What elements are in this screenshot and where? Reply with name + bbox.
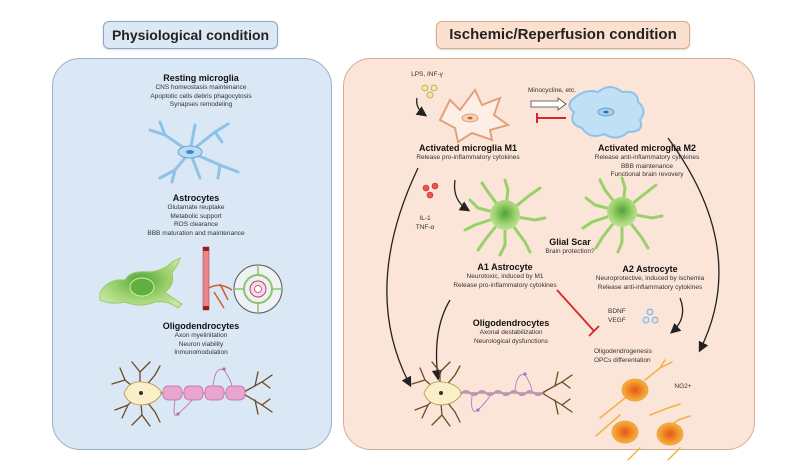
- microglia-m1-heading: Activated microglia M1: [418, 143, 518, 153]
- m2-to-opc-arrow: [667, 137, 720, 353]
- astrocyte-illustration: [99, 257, 183, 309]
- astrocyte-a2-line: Release anti-inflammatory cytokines: [597, 283, 703, 291]
- oligodendrocytes-heading: Oligodendrocytes: [162, 321, 240, 331]
- growth-factors-label: BDNF VEGF: [608, 308, 638, 325]
- astrocyte-a1-text: A1 Astrocyte Neurotoxic, induced by M1 R…: [440, 262, 570, 290]
- oligodendrocytes-line: Axon myelinitation: [174, 332, 228, 339]
- microglia-m2-line: BBB maintenance: [620, 162, 674, 170]
- astrocytes-line: BBB maturation and maintenance: [147, 229, 245, 237]
- oligodendrocytes-line: Inmunomodulation: [174, 349, 228, 356]
- lps-inf-label: LPS, INF-γ: [411, 71, 443, 78]
- astrocytes-heading: Astrocytes: [172, 193, 220, 203]
- microglia-m2-line: Release anti-inflammatory cytokines: [594, 154, 700, 161]
- astrocyte-a1-illustration: [463, 178, 547, 257]
- microglia-m2-text: Activated microglia M2 Release anti-infl…: [572, 143, 722, 180]
- lps-particles-icon: [421, 84, 438, 99]
- cytokine-il1-label: IL-1: [419, 215, 431, 222]
- a1-inhibition-line: [556, 289, 600, 337]
- astrocyte-a1-line: Neurotoxic, induced by M1: [466, 273, 544, 280]
- cytokines-label: IL-1 TNF-α: [410, 215, 440, 232]
- a2-to-oligodendrogenesis-arrow: [670, 297, 684, 334]
- resting-microglia-line: Synapses remodeling: [169, 101, 233, 108]
- resting-microglia-line: CNS homeostasis maintenance: [155, 84, 247, 91]
- astrocyte-a2-line: Neuroprotective, induced by ischemia: [595, 275, 705, 282]
- astrocytes-line: ROS clearance: [173, 221, 219, 228]
- m2-to-m1-inhibition: [536, 113, 566, 123]
- growth-factor-particles-icon: [642, 308, 659, 324]
- astrocytes-line: Metabolic support: [170, 212, 222, 220]
- oligodendrocytes-ischemic-heading: Oligodendrocytes: [472, 318, 550, 328]
- microglia-m2-line: Functional brain revovery: [610, 171, 684, 178]
- astrocytes-line: Glutamate reuptake: [167, 204, 225, 211]
- vegf-label: VEGF: [608, 316, 626, 324]
- physiological-condition-title: Physiological condition: [103, 21, 278, 49]
- resting-microglia-illustration: [148, 120, 240, 184]
- myelinated-neuron-illustration: [111, 361, 273, 427]
- synapse-inset-illustration: [233, 264, 283, 314]
- glial-scar-line: Brain protection?: [545, 248, 595, 255]
- glial-scar-heading: Glial Scar: [549, 237, 591, 247]
- resting-microglia-heading: Resting microglia: [163, 73, 239, 83]
- cytokine-tnfa-label: TNF-α: [415, 223, 435, 231]
- lps-to-m1-arrow: [415, 97, 428, 117]
- oligodendrocytes-line: Neuron viability: [178, 340, 224, 348]
- astrocyte-a1-heading: A1 Astrocyte: [477, 262, 533, 272]
- oligodendrogenesis-line: Oligodendrogenesis: [594, 348, 652, 355]
- resting-microglia-line: Apoptotic cells debris phagocytosis: [150, 92, 252, 100]
- ng2-label: NG2+: [674, 383, 692, 390]
- microglia-m2-heading: Activated microglia M2: [597, 143, 697, 153]
- microglia-m2-illustration: [568, 86, 645, 139]
- blood-vessel-illustration: [202, 246, 233, 311]
- oligodendrocytes-physiological-text: Oligodendrocytes Axon myelinitation Neur…: [131, 321, 271, 358]
- a1-to-oligodendrocytes-arrow: [431, 299, 451, 381]
- astrocyte-a2-illustration: [581, 176, 664, 254]
- demyelinated-neuron-illustration: [411, 361, 573, 427]
- resting-microglia-text: Resting microglia CNS homeostasis mainte…: [131, 73, 271, 110]
- astrocyte-a2-heading: A2 Astrocyte: [622, 264, 678, 274]
- ischemic-panel: [343, 58, 755, 450]
- bdnf-label: BDNF: [608, 308, 626, 315]
- cytokines-particles-icon: [422, 182, 439, 199]
- astrocyte-a2-text: A2 Astrocyte Neuroprotective, induced by…: [580, 264, 720, 292]
- physiological-panel: [52, 58, 332, 450]
- oligodendrocytes-ischemic-line: Neurological dysfunctions: [473, 337, 549, 345]
- minocycline-label: Minocycline, etc.: [527, 87, 577, 94]
- astrocytes-text: Astrocytes Glutamate reuptake Metabolic …: [121, 193, 271, 238]
- oligodendrocytes-ischemic-text: Oligodendrocytes Axonal destabilization …: [456, 318, 566, 346]
- oligodendrocytes-ischemic-line: Axonal destabilization: [479, 329, 543, 336]
- oligodendrogenesis-text: Oligodendrogenesis OPCs differentation: [594, 348, 684, 365]
- m1-to-a1-arrow: [453, 179, 471, 212]
- astrocyte-a1-line: Release pro-inflammatory cytokines: [453, 281, 557, 289]
- microglia-m1-line: Release pro-inflammatory cytokines: [416, 154, 520, 161]
- glial-scar-text: Glial Scar Brain protection?: [535, 237, 605, 257]
- opc-cells-illustration: [595, 359, 691, 461]
- m1-to-neuron-arrow: [386, 167, 419, 388]
- microglia-m1-illustration: [438, 88, 511, 144]
- m1-to-m2-arrow: [530, 97, 567, 111]
- oligodendrogenesis-line: OPCs differentation: [594, 356, 651, 364]
- microglia-m1-text: Activated microglia M1 Release pro-infla…: [398, 143, 538, 163]
- ischemic-condition-title: Ischemic/Reperfusion condition: [436, 21, 690, 49]
